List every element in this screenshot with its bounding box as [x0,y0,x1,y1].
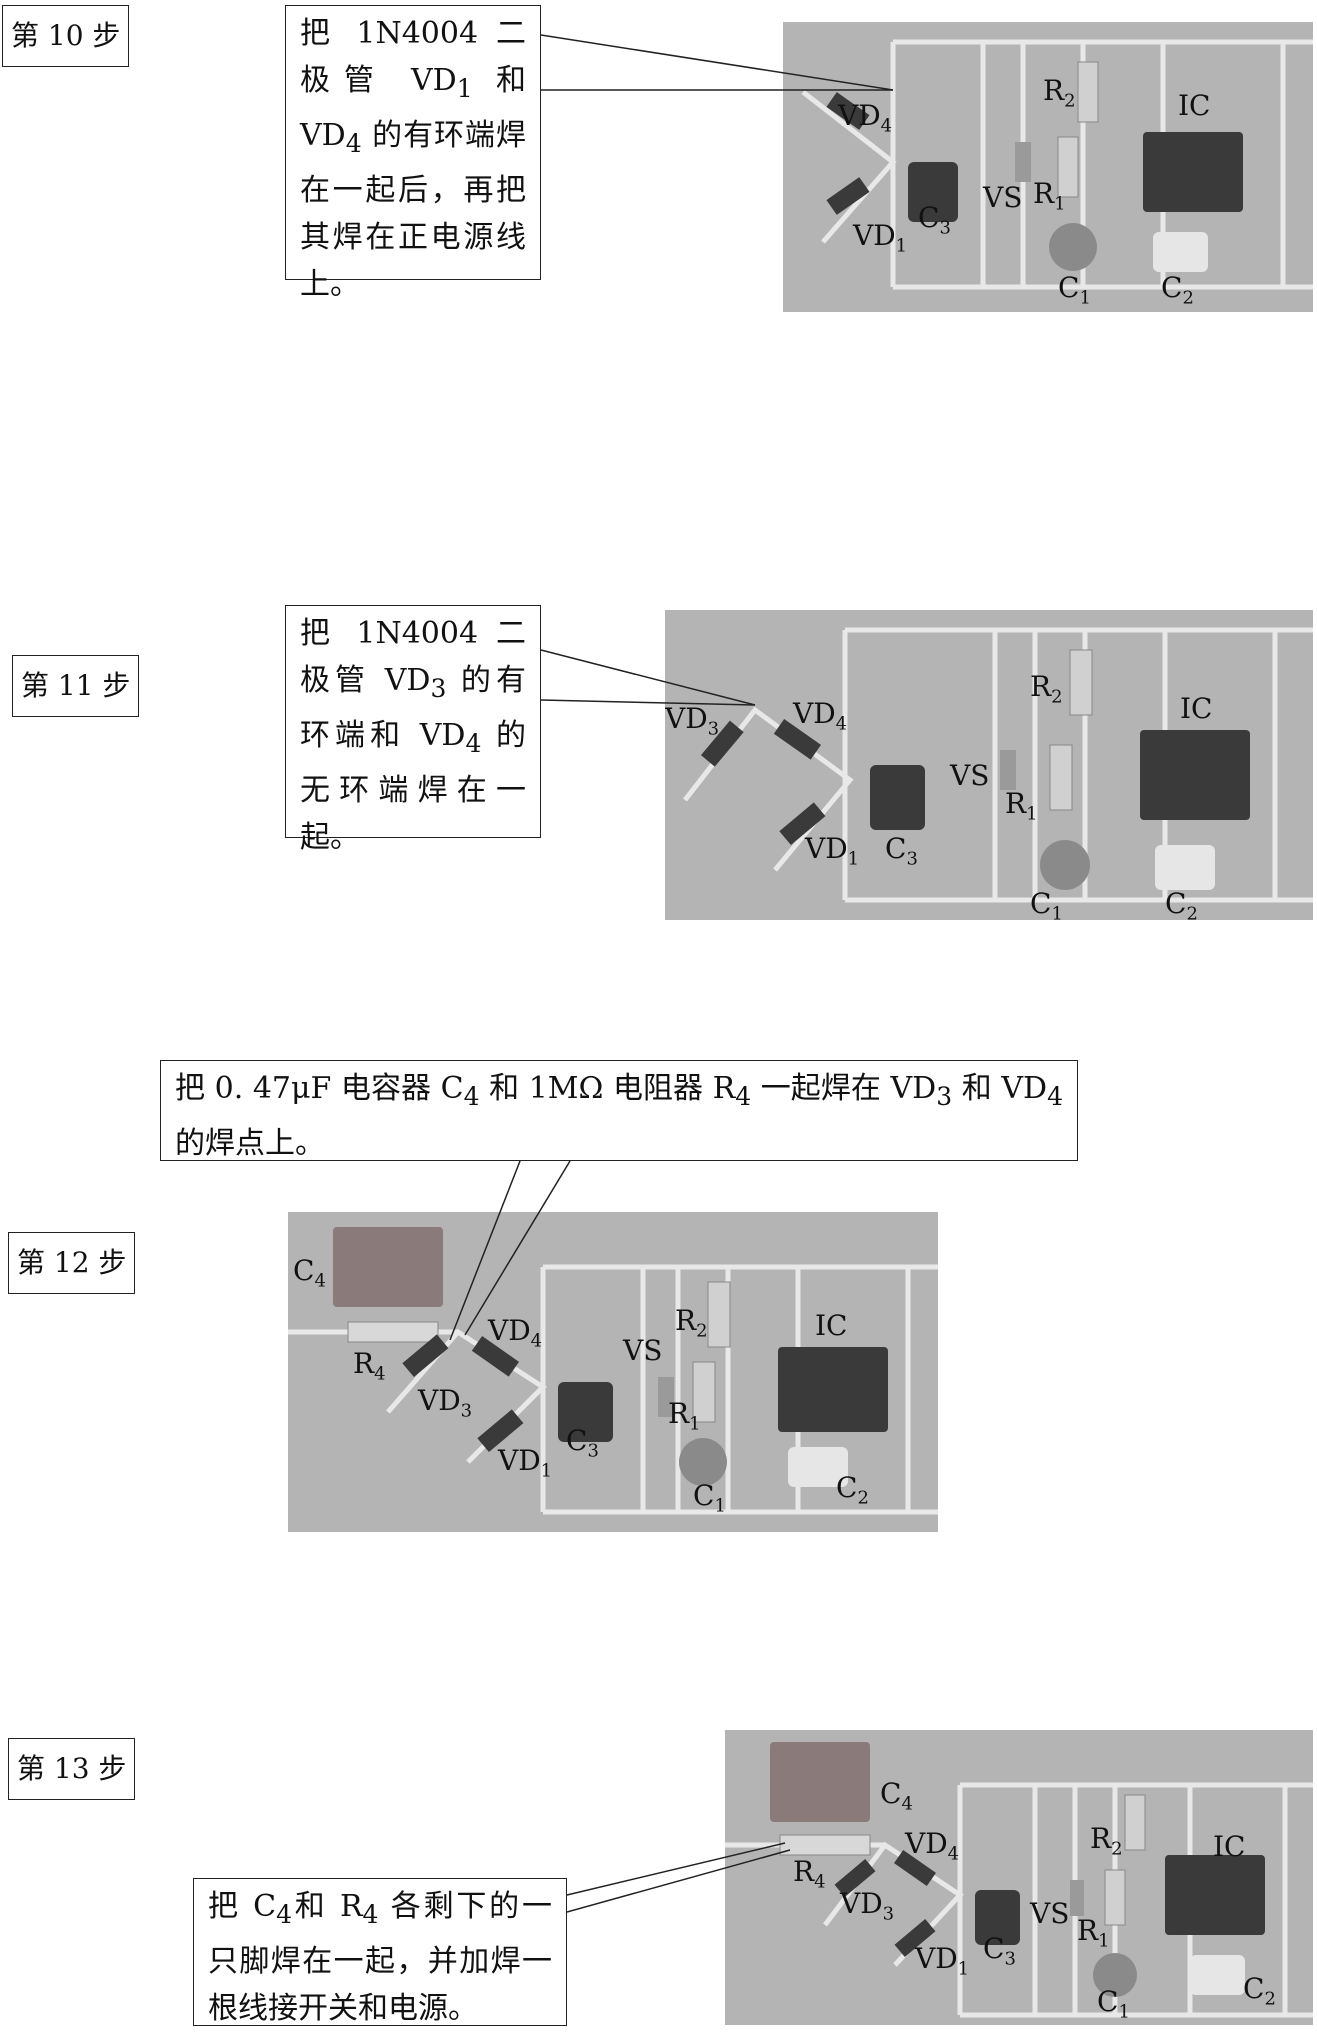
label-c4: C4 [293,1254,326,1292]
step-12-callout: 把 0. 47μF 电容器 C4 和 1MΩ 电阻器 R4 一起焊在 VD3 和… [160,1060,1078,1161]
label-vd4: VD4 [793,697,848,735]
step-11-label: 第 11 步 [12,655,140,717]
step-10-photo: VD4 VD1 C3 VS R1 R2 IC C1 C2 [783,22,1313,312]
label-vd4: VD4 [905,1827,960,1865]
label-c3: C3 [566,1424,599,1462]
label-vd4: VD4 [488,1314,543,1352]
label-c1: C1 [1058,271,1091,309]
label-ic: IC [1180,692,1213,725]
label-vd3: VD3 [840,1887,895,1925]
label-r2: R2 [1030,670,1063,708]
step-10-label: 第 10 步 [2,5,130,67]
circuit-illustration-12 [288,1227,938,1515]
step-13-label: 第 13 步 [8,1738,136,1800]
label-vd1: VD1 [915,1942,970,1980]
label-c4: C4 [880,1777,913,1815]
step-12-label: 第 12 步 [8,1232,136,1294]
label-r2: R2 [1043,74,1076,112]
label-c2: C2 [1165,887,1198,921]
label-c2: C2 [836,1471,869,1509]
step-13-photo: C4 R4 VD4 VD3 VD1 C3 VS R1 R2 IC C1 C2 [725,1730,1313,2025]
label-vd1: VD1 [498,1444,553,1482]
label-vd4: VD4 [838,99,893,137]
label-c3: C3 [885,832,918,870]
label-vd1: VD1 [805,832,860,870]
label-vs: VS [950,759,990,792]
label-c1: C1 [1097,1985,1130,2023]
label-c1: C1 [1030,887,1063,921]
label-c3: C3 [983,1932,1016,1970]
label-r1: R1 [1077,1914,1110,1952]
label-r2: R2 [675,1304,708,1342]
label-r4: R4 [793,1855,826,1893]
circuit-illustration-13 [725,1742,1313,2018]
label-vs: VS [623,1334,663,1367]
label-r1: R1 [668,1397,701,1435]
label-r2: R2 [1090,1822,1123,1860]
step-11-callout: 把 1N4004 二极管 VD3 的有环端和 VD4 的无环端焊在一起。 [285,605,541,855]
label-r1: R1 [1033,177,1066,215]
label-c1: C1 [693,1479,726,1517]
label-ic: IC [1213,1830,1246,1863]
step-10-callout: 把 1N4004 二极管 VD1 和 VD4 的有环端焊在一起后，再把其焊在正电… [285,5,541,302]
label-vd1: VD1 [853,219,908,257]
circuit-illustration-10 [801,39,1313,290]
step-11-photo: VD3 VD4 VD1 C3 VS R1 R2 IC C1 C2 [665,610,1313,920]
label-c2: C2 [1243,1972,1276,2010]
label-r1: R1 [1005,787,1038,825]
label-ic: IC [1178,89,1211,122]
label-c2: C2 [1161,271,1194,309]
label-r4: R4 [353,1347,386,1385]
label-ic: IC [815,1309,848,1342]
label-vd3: VD3 [418,1384,473,1422]
step-12-photo: C4 R4 VD4 VD3 VD1 C3 VS R1 R2 IC C1 C2 [288,1212,938,1532]
label-vd3: VD3 [665,702,720,740]
step-13-callout: 把 C4和 R4 各剩下的一只脚焊在一起，并加焊一根线接开关和电源。 [193,1878,567,2026]
label-vs: VS [1030,1897,1070,1930]
label-vs: VS [983,181,1023,214]
circuit-illustration-11 [683,627,1313,903]
label-c3: C3 [918,201,951,239]
